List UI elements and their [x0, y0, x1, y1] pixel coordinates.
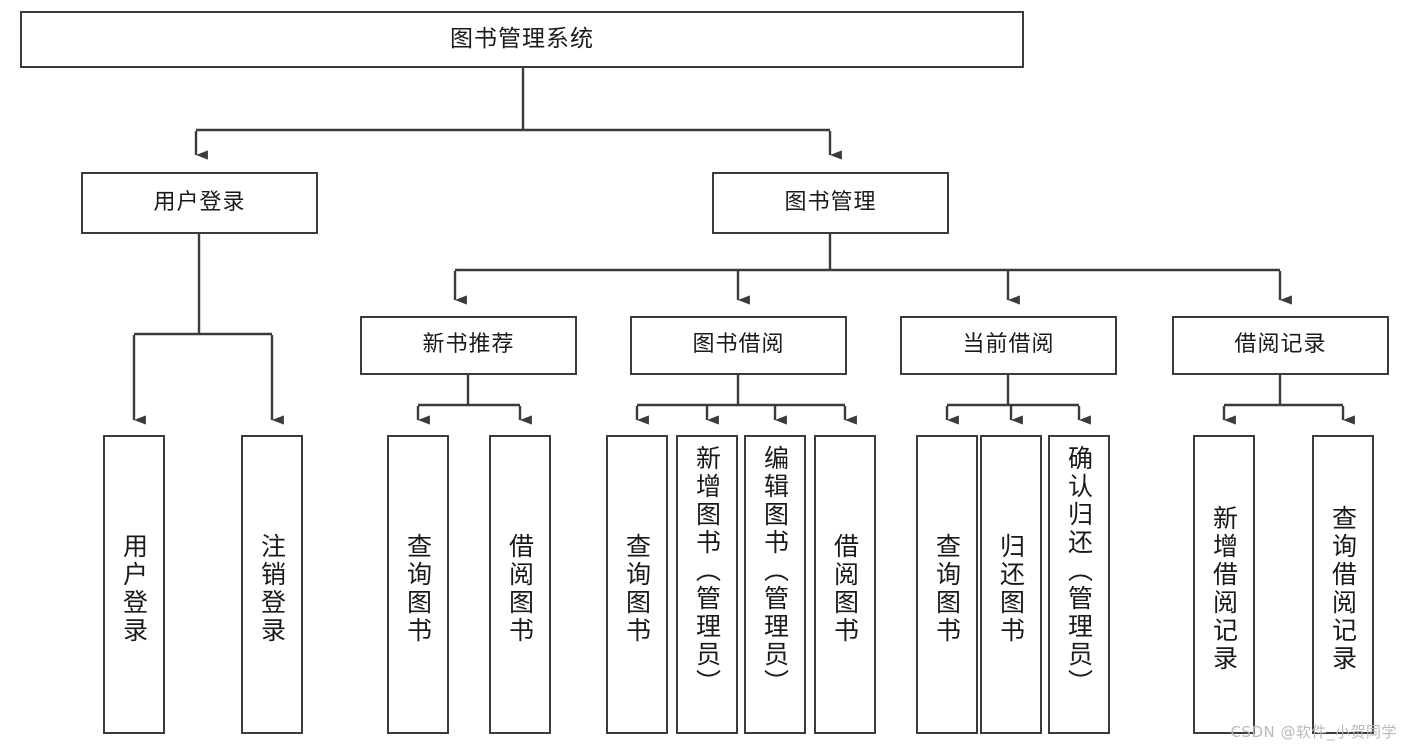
node-user-login[interactable]: 用户登录	[81, 172, 318, 234]
node-label: 当前借阅	[962, 332, 1055, 358]
node-label: 查询图书	[932, 532, 962, 645]
leaf-logout-login[interactable]: 注销登录	[241, 435, 303, 734]
node-label: 查询借阅记录	[1328, 504, 1358, 673]
node-label: 借阅图书	[505, 532, 535, 645]
leaf-query-book-borrowing[interactable]: 查询图书	[606, 435, 668, 734]
node-label: 借阅记录	[1234, 332, 1327, 358]
node-root-book-management-system[interactable]: 图书管理系统	[20, 11, 1024, 68]
leaf-add-borrowing-record[interactable]: 新增借阅记录	[1193, 435, 1255, 734]
node-label: 查询图书	[403, 532, 433, 645]
node-label: 新增图书（管理员）	[692, 445, 722, 697]
node-label: 新增借阅记录	[1209, 504, 1239, 673]
node-label: 用户登录	[153, 189, 246, 215]
node-borrowing-record[interactable]: 借阅记录	[1172, 316, 1389, 375]
leaf-confirm-return-admin[interactable]: 确认归还（管理员）	[1048, 435, 1110, 734]
node-label: 图书管理	[784, 189, 877, 215]
leaf-borrow-book-new-book[interactable]: 借阅图书	[489, 435, 551, 734]
leaf-query-book-current[interactable]: 查询图书	[916, 435, 978, 734]
node-label: 确认归还（管理员）	[1064, 445, 1094, 697]
node-label: 图书管理系统	[450, 25, 594, 52]
node-new-book-recommendation[interactable]: 新书推荐	[360, 316, 577, 375]
leaf-add-book-admin[interactable]: 新增图书（管理员）	[676, 435, 738, 734]
node-label: 归还图书	[996, 532, 1026, 645]
node-book-borrowing[interactable]: 图书借阅	[630, 316, 847, 375]
leaf-user-login[interactable]: 用户登录	[103, 435, 165, 734]
leaf-query-book-new-book[interactable]: 查询图书	[387, 435, 449, 734]
node-label: 用户登录	[119, 532, 149, 645]
leaf-return-book[interactable]: 归还图书	[980, 435, 1042, 734]
leaf-borrow-book-borrowing[interactable]: 借阅图书	[814, 435, 876, 734]
node-label: 查询图书	[622, 532, 652, 645]
csdn-watermark: CSDN @软件_小贺同学	[1230, 723, 1397, 741]
node-label: 注销登录	[257, 532, 287, 645]
node-label: 图书借阅	[692, 332, 785, 358]
node-label: 新书推荐	[422, 332, 515, 358]
node-book-management[interactable]: 图书管理	[712, 172, 949, 234]
node-label: 编辑图书（管理员）	[760, 445, 790, 697]
leaf-edit-book-admin[interactable]: 编辑图书（管理员）	[744, 435, 806, 734]
node-label: 借阅图书	[830, 532, 860, 645]
node-current-borrowing[interactable]: 当前借阅	[900, 316, 1117, 375]
leaf-query-borrowing-record[interactable]: 查询借阅记录	[1312, 435, 1374, 734]
